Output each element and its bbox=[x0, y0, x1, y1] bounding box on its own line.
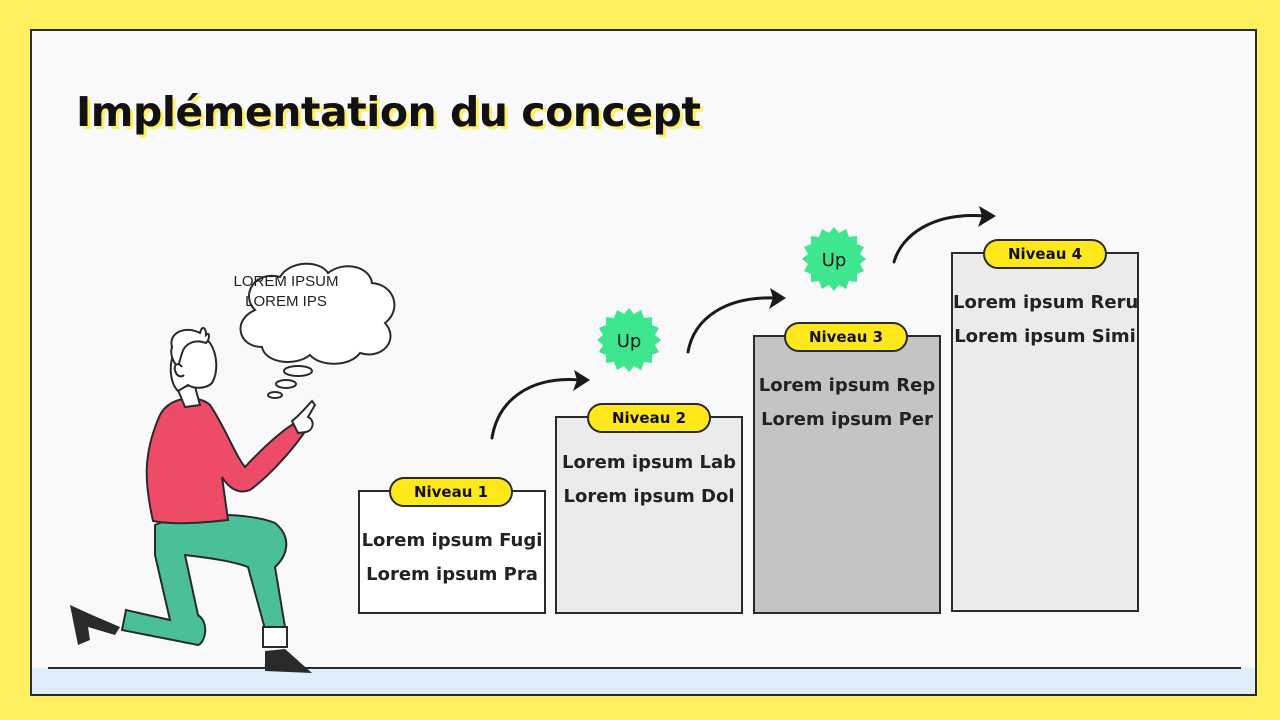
thought-cloud bbox=[239, 262, 396, 399]
step-level-4: Lorem ipsum Reru Lorem ipsum Simi bbox=[951, 252, 1139, 612]
thought-text: LOREM IPSUM LOREM IPS bbox=[212, 272, 360, 312]
hand bbox=[290, 399, 317, 435]
up-badge-1-text: Up bbox=[617, 331, 642, 352]
level-1-line-1: Lorem ipsum Fugi bbox=[361, 530, 543, 551]
level-2-pill: Niveau 2 bbox=[587, 403, 711, 433]
level-4-line-1: Lorem ipsum Reru bbox=[953, 292, 1139, 313]
level-3-line-2: Lorem ipsum Per bbox=[761, 409, 933, 430]
level-3-pill: Niveau 3 bbox=[784, 322, 908, 352]
level-3-line-1: Lorem ipsum Rep bbox=[758, 375, 936, 396]
level-2-line-1: Lorem ipsum Lab bbox=[561, 452, 737, 473]
floor-line bbox=[48, 667, 1241, 669]
up-badge-1: Up bbox=[597, 308, 661, 372]
page-title: Implémentation du concept bbox=[76, 88, 701, 136]
arrow-2 bbox=[686, 296, 778, 354]
level-4-line-2: Lorem ipsum Simi bbox=[954, 326, 1136, 347]
step-level-1: Lorem ipsum Fugi Lorem ipsum Pra bbox=[358, 490, 546, 614]
starburst-badge-icon bbox=[802, 227, 866, 291]
back-shoe bbox=[70, 605, 120, 645]
level-1-line-2: Lorem ipsum Pra bbox=[366, 564, 538, 585]
level-2-line-2: Lorem ipsum Dol bbox=[563, 486, 735, 507]
progress-arrows bbox=[490, 206, 996, 440]
up-badge-2: Up bbox=[802, 227, 866, 291]
arrow-1 bbox=[490, 378, 582, 440]
floor-band bbox=[32, 668, 1255, 694]
level-1-pill: Niveau 1 bbox=[389, 477, 513, 507]
step-level-3: Lorem ipsum Rep Lorem ipsum Per bbox=[753, 335, 941, 614]
thought-line-2: LOREM IPS bbox=[245, 293, 327, 310]
shirt bbox=[145, 397, 306, 525]
up-badge-2-text: Up bbox=[822, 250, 847, 271]
starburst-badge-icon bbox=[597, 308, 661, 372]
thought-line-1: LOREM IPSUM bbox=[233, 273, 339, 290]
pants bbox=[120, 514, 288, 647]
step-level-2: Lorem ipsum Lab Lorem ipsum Dol bbox=[555, 416, 743, 614]
front-shoe bbox=[265, 649, 312, 673]
arrow-3 bbox=[892, 214, 987, 264]
kneeling-person-illustration bbox=[70, 262, 396, 673]
level-4-pill: Niveau 4 bbox=[983, 239, 1107, 269]
